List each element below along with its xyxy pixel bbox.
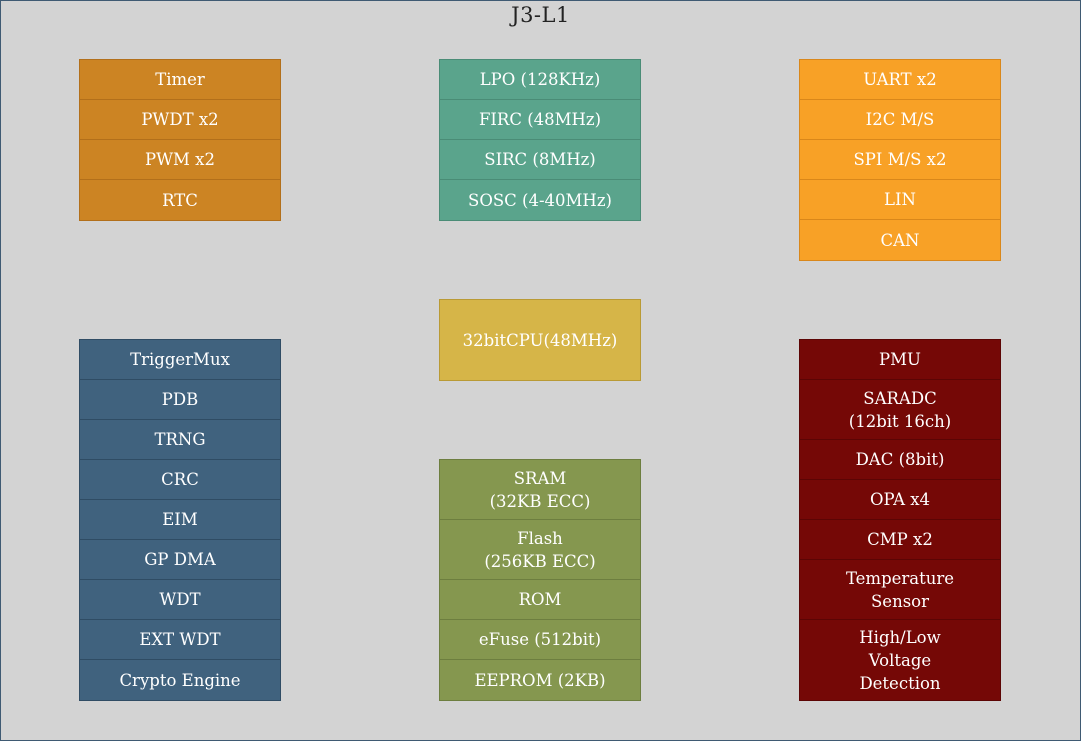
- block-comms-0: UART x2: [800, 60, 1000, 100]
- block-analog-3: OPA x4: [800, 480, 1000, 520]
- block-system-5: GP DMA: [80, 540, 280, 580]
- block-comms-1: I2C M/S: [800, 100, 1000, 140]
- block-system-1: PDB: [80, 380, 280, 420]
- block-system-0: TriggerMux: [80, 340, 280, 380]
- block-timers-3: RTC: [80, 180, 280, 220]
- block-timers-2: PWM x2: [80, 140, 280, 180]
- block-system-2: TRNG: [80, 420, 280, 460]
- block-system-6: WDT: [80, 580, 280, 620]
- block-memory-0: SRAM (32KB ECC): [440, 460, 640, 520]
- block-analog-4: CMP x2: [800, 520, 1000, 560]
- block-analog-0: PMU: [800, 340, 1000, 380]
- block-memory-1: Flash (256KB ECC): [440, 520, 640, 580]
- block-memory-3: eFuse (512bit): [440, 620, 640, 660]
- block-comms-2: SPI M/S x2: [800, 140, 1000, 180]
- block-group-clocks: LPO (128KHz)FIRC (48MHz)SIRC (8MHz)SOSC …: [439, 59, 641, 221]
- block-cpu-0: 32bitCPU(48MHz): [440, 300, 640, 380]
- block-group-cpu: 32bitCPU(48MHz): [439, 299, 641, 381]
- block-analog-2: DAC (8bit): [800, 440, 1000, 480]
- block-analog-1: SARADC (12bit 16ch): [800, 380, 1000, 440]
- block-analog-5: Temperature Sensor: [800, 560, 1000, 620]
- diagram-title: J3-L1: [511, 3, 570, 27]
- block-system-4: EIM: [80, 500, 280, 540]
- block-timers-0: Timer: [80, 60, 280, 100]
- block-clocks-3: SOSC (4-40MHz): [440, 180, 640, 220]
- block-comms-4: CAN: [800, 220, 1000, 260]
- block-memory-2: ROM: [440, 580, 640, 620]
- block-system-3: CRC: [80, 460, 280, 500]
- block-system-7: EXT WDT: [80, 620, 280, 660]
- block-analog-6: High/Low Voltage Detection: [800, 620, 1000, 700]
- block-clocks-0: LPO (128KHz): [440, 60, 640, 100]
- block-memory-4: EEPROM (2KB): [440, 660, 640, 700]
- block-clocks-1: FIRC (48MHz): [440, 100, 640, 140]
- block-timers-1: PWDT x2: [80, 100, 280, 140]
- block-comms-3: LIN: [800, 180, 1000, 220]
- block-system-8: Crypto Engine: [80, 660, 280, 700]
- block-clocks-2: SIRC (8MHz): [440, 140, 640, 180]
